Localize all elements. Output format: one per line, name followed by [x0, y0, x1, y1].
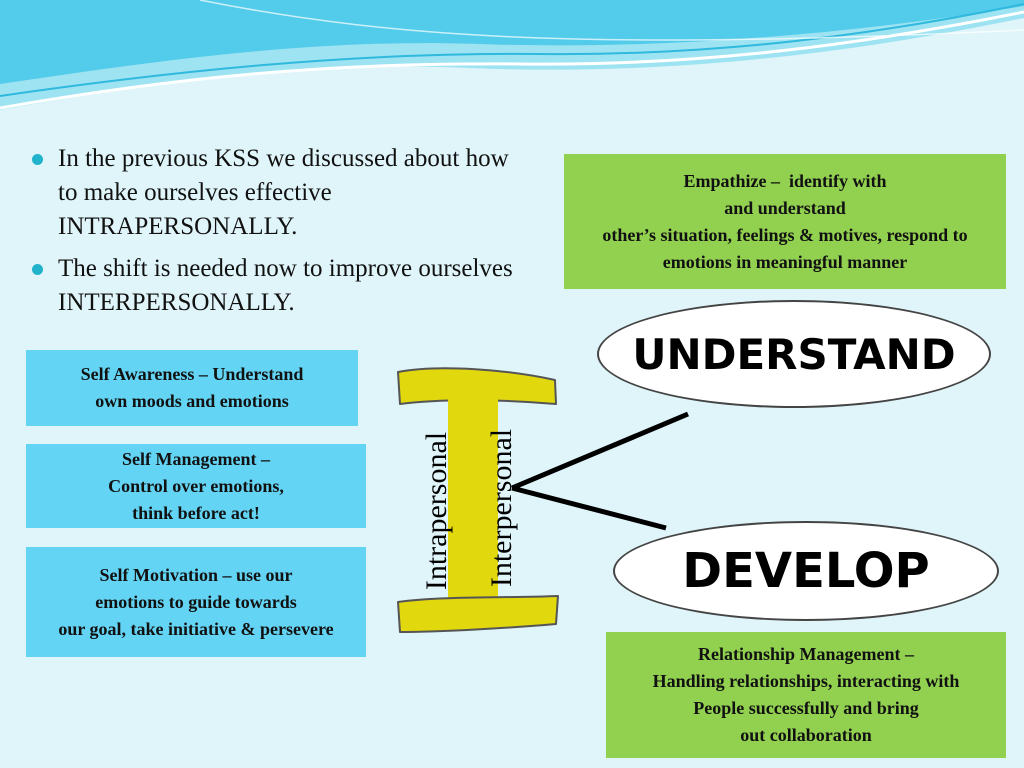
interpersonal-label: Interpersonal	[485, 428, 518, 588]
bullet-text: In the previous KSS we discussed about h…	[58, 145, 509, 240]
empathize-box: Empathize – identify with and understand…	[564, 154, 1006, 289]
bullet-list: In the previous KSS we discussed about h…	[30, 142, 530, 328]
relationship-management-box: Relationship Management – Handling relat…	[606, 632, 1006, 758]
header-waves	[0, 0, 1024, 110]
bullet-item: The shift is needed now to improve ourse…	[30, 252, 530, 320]
bullet-dot-icon	[32, 264, 43, 275]
bullet-dot-icon	[32, 154, 43, 165]
bullet-item: In the previous KSS we discussed about h…	[30, 142, 530, 244]
self-management-box: Self Management – Control over emotions,…	[26, 444, 366, 528]
understand-oval: UNDERSTAND	[597, 300, 991, 408]
big-i-shape	[397, 367, 559, 633]
intrapersonal-label: Intrapersonal	[420, 431, 453, 591]
connector-lines	[511, 411, 689, 531]
bullet-text: The shift is needed now to improve ourse…	[58, 255, 513, 316]
self-motivation-box: Self Motivation – use our emotions to gu…	[26, 547, 366, 657]
self-awareness-box: Self Awareness – Understand own moods an…	[26, 350, 358, 426]
develop-oval: DEVELOP	[613, 521, 999, 621]
